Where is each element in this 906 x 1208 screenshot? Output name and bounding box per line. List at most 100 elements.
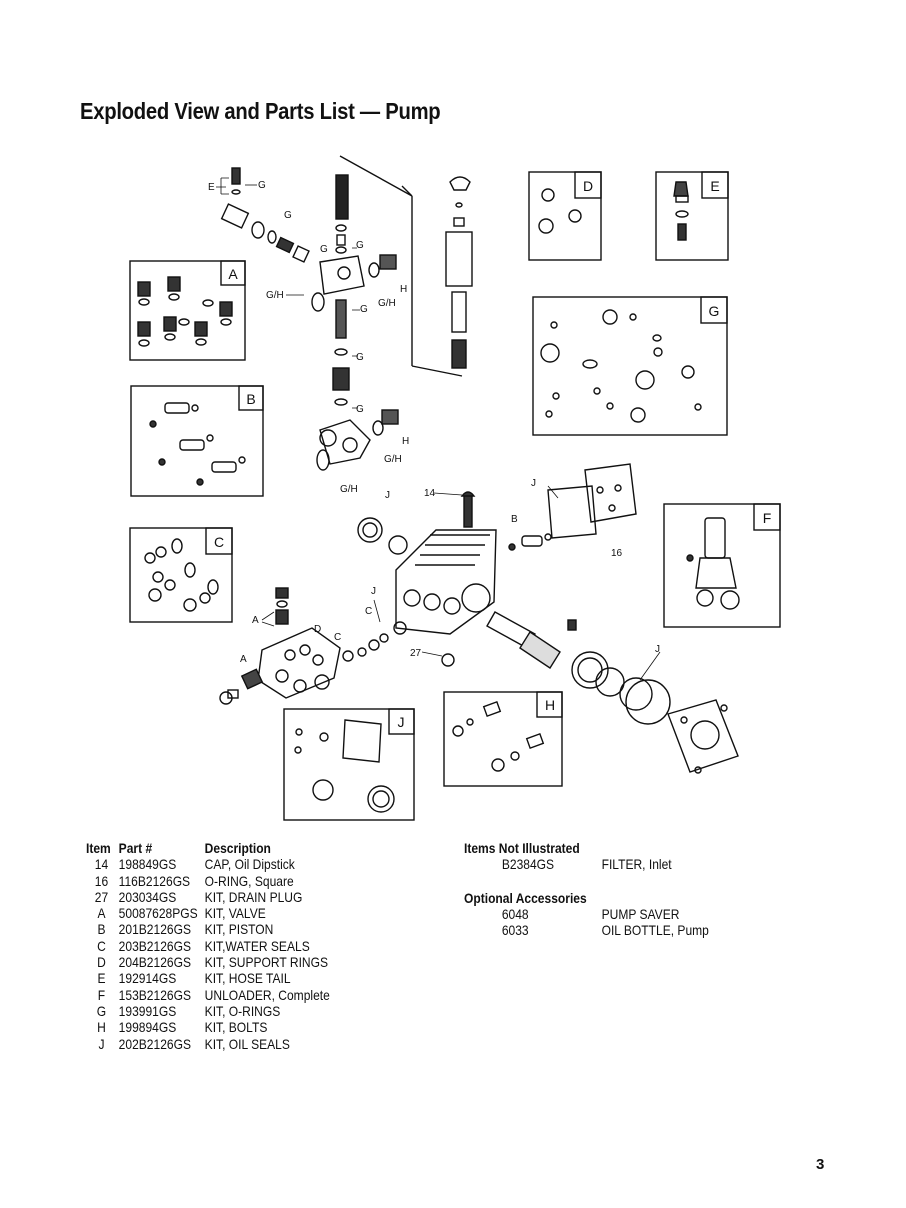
kit-box-a-label: A [228,266,238,282]
parts-part-number: 199894GS [118,1019,177,1036]
callout-d: D [314,624,321,635]
parts-item: 14 [94,856,109,873]
parts-description: KIT, OIL SEALS [204,1035,290,1052]
kit-box-j: J [283,708,415,821]
parts-item: G [96,1002,107,1019]
callout-g-6: G [356,352,364,363]
diagram-callouts: E G G G G H G/H G G/H G G H G/H G/H J 14… [208,180,660,665]
parts-description: KIT, SUPPORT RINGS [204,954,329,971]
parts-part-number: 203B2126GS [118,937,191,954]
parts-description: KIT, BOLTS [204,1019,268,1036]
callout-h-2: H [402,436,409,447]
kit-box-h: H [443,691,563,787]
parts-description: O-RING, Square [204,872,294,889]
callout-c-2: C [334,632,341,643]
not-illustrated-heading: Items Not Illustrated [464,840,580,856]
callout-gh-4: G/H [340,484,358,495]
parts-description: UNLOADER, Complete [204,986,330,1003]
optional-accessory-row: 6033 OIL BOTTLE, Pump [464,922,709,939]
not-illustrated-part: B2384GS [501,856,555,873]
callout-j-3: J [371,586,376,597]
kit-box-d-label: D [583,178,593,194]
parts-part-number: 203034GS [118,888,177,905]
callout-c-1: C [365,606,372,617]
callout-a-2: A [240,654,247,665]
parts-part-number: 153B2126GS [118,986,191,1003]
not-illustrated-description: FILTER, Inlet [601,856,672,873]
parts-description: KIT, PISTON [204,921,274,938]
kit-box-f: F [663,503,781,628]
page-title: Exploded View and Parts List — Pump [80,98,441,124]
parts-description: KIT, DRAIN PLUG [204,888,303,905]
parts-item: A [97,905,106,922]
parts-item: 27 [94,888,109,905]
optional-accessory-row: 6048 PUMP SAVER [464,905,680,922]
kit-box-a: A [129,260,246,361]
parts-item: H [97,1019,106,1036]
parts-header-description: Description [204,840,271,856]
optional-accessory-description: OIL BOTTLE, Pump [601,922,709,939]
callout-16: 16 [611,548,623,559]
parts-description: KIT, VALVE [204,905,266,922]
callout-j-4: J [655,644,660,655]
optional-accessory-description: PUMP SAVER [601,905,680,922]
page-number: 3 [816,1156,825,1173]
kit-box-c-label: C [214,534,224,550]
parts-part-number: 202B2126GS [118,1035,191,1052]
kit-box-c: C [129,527,233,623]
kit-box-f-label: F [763,510,772,526]
kit-box-h-label: H [545,697,555,713]
parts-header-item: Item [86,840,111,856]
parts-part-number: 204B2126GS [118,954,191,971]
callout-b: B [511,514,518,525]
optional-accessory-part: 6048 [501,905,529,922]
callout-e: E [208,182,215,193]
kit-box-d: D [528,171,602,261]
parts-part-number: 198849GS [118,856,177,873]
parts-part-number: 193991GS [118,1002,177,1019]
callout-gh-1: G/H [266,290,284,301]
parts-description: KIT, O-RINGS [204,1002,281,1019]
kit-box-g: G [532,296,728,436]
parts-item: E [97,970,106,987]
parts-part-number: 116B2126GS [118,872,191,889]
parts-part-number: 201B2126GS [118,921,191,938]
callout-g-5: G [360,304,368,315]
parts-item: J [98,1035,105,1052]
callout-j-2: J [531,478,536,489]
manifold-assembly [220,155,473,471]
optional-accessory-part: 6033 [501,922,529,939]
parts-item: D [97,954,106,971]
parts-description: CAP, Oil Dipstick [204,856,295,873]
pump-body [219,463,739,774]
parts-part-number: 192914GS [118,970,177,987]
callout-14: 14 [424,488,436,499]
parts-item: 16 [94,872,109,889]
callout-j-1: J [385,490,390,501]
parts-description: KIT, HOSE TAIL [204,970,291,987]
callout-gh-2: G/H [378,298,396,309]
callout-g-1: G [258,180,266,191]
callout-g-3: G [320,244,328,255]
kit-box-g-label: G [709,303,720,319]
callout-h-1: H [400,284,407,295]
parts-part-number: 50087628PGS [118,905,198,922]
kit-box-e: E [655,171,729,261]
callout-a-1: A [252,615,259,626]
parts-item: F [97,986,106,1003]
extra-parts-section: Items Not Illustrated B2384GS FILTER, In… [464,840,709,939]
kit-box-e-label: E [710,178,719,194]
callout-g-2: G [284,210,292,221]
kit-box-j-label: J [398,714,405,730]
callout-gh-3: G/H [384,454,402,465]
callout-27: 27 [410,648,422,659]
callout-g-4: G [356,240,364,251]
parts-item: B [97,921,106,938]
exploded-view-diagram: A B C D E [129,155,781,821]
callout-g-7: G [356,404,364,415]
parts-item: C [97,937,106,954]
parts-header-part: Part # [118,840,153,856]
